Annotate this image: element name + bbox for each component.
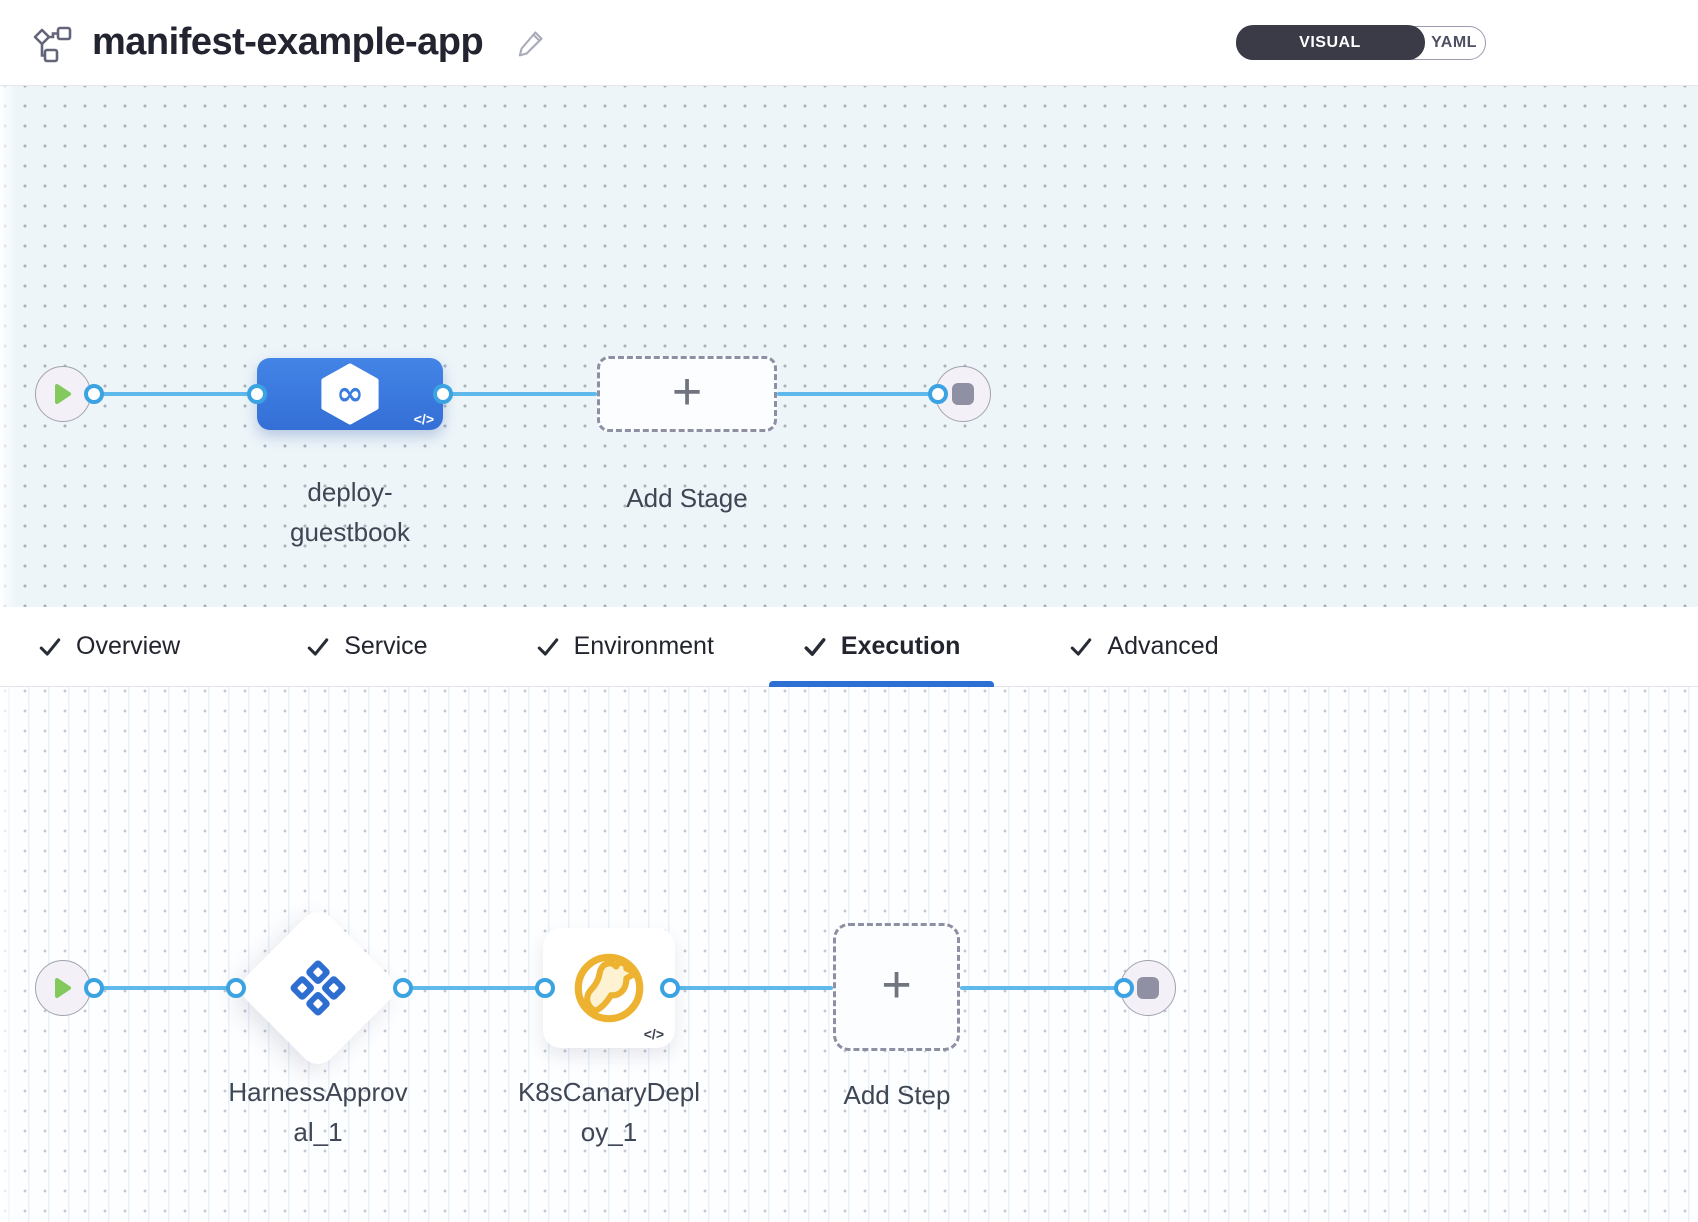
connector-line [670,986,833,990]
step-node-harness-approval[interactable] [234,904,402,1072]
tab-execution[interactable]: Execution [768,607,995,687]
execution-canvas: </> + HarnessApproval_1 K8sCanaryDeploy_… [0,687,1698,1222]
check-icon [537,637,558,656]
play-icon [55,384,71,404]
view-toggle-wrap: VISUAL YAML [1235,25,1698,60]
plus-icon: + [881,956,912,1014]
active-tab-underline [768,681,995,687]
stage-label: deploy-guestbook [290,477,410,547]
add-stage-button[interactable]: + [597,356,777,432]
canary-deploy-icon [574,953,644,1023]
tab-label: Environment [573,632,714,660]
stop-icon [1137,977,1159,999]
connector-line [403,986,545,990]
connector-dot [928,384,948,404]
connector-dot [433,384,453,404]
pipeline-start-node [35,366,91,422]
plus-icon: + [671,363,703,421]
connector-line [94,986,236,990]
canvas-edge-fade [0,687,16,1222]
add-step-button[interactable]: + [833,923,960,1051]
play-icon [55,978,71,998]
tab-label: Advanced [1107,632,1219,660]
cd-stage-icon: ∞ [321,363,379,425]
connector-dot [535,978,555,998]
step-label: K8sCanaryDeploy_1 [517,1077,701,1147]
header-title-group: manifest-example-app [0,21,547,64]
add-step-label: Add Step [843,1080,951,1110]
stage-node-deploy-guestbook[interactable]: ∞ </> [257,358,443,430]
check-icon [39,637,61,656]
connector-dot [247,384,267,404]
check-icon [1071,637,1092,656]
canvas-edge-fade [0,86,16,607]
connector-dot [84,384,104,404]
visual-toggle-button[interactable]: VISUAL [1235,25,1425,60]
page-title: manifest-example-app [92,21,484,63]
check-icon [307,637,329,656]
add-stage-label: Add Stage [626,483,748,513]
code-badge: </> [413,411,434,427]
connector-dot [1114,978,1134,998]
execution-start-node [35,960,91,1016]
connector-dot [393,978,413,998]
connector-dot [660,978,680,998]
pipeline-icon [30,23,74,63]
check-icon [804,637,826,656]
connector-line [94,392,258,396]
connector-line [960,986,1124,990]
tab-label: Overview [76,632,181,660]
code-badge: </> [643,1026,664,1042]
step-label: HarnessApproval_1 [228,1077,408,1147]
connector-dot [84,978,104,998]
svg-text:∞: ∞ [336,374,363,413]
visual-yaml-toggle: VISUAL YAML [1235,25,1486,60]
tab-advanced[interactable]: Advanced [1035,607,1252,686]
connector-dot [226,978,246,998]
tab-label: Service [344,632,428,660]
stop-icon [952,383,974,405]
connector-line [443,392,597,396]
yaml-toggle-button[interactable]: YAML [1431,33,1477,51]
tab-environment[interactable]: Environment [502,607,748,686]
step-node-k8s-canary-deploy[interactable]: </> [543,928,675,1048]
stage-config-tabs: Overview Service Environment Execution [0,607,1698,687]
tab-label: Execution [840,632,961,660]
approval-step-icon [285,955,351,1021]
tab-service[interactable]: Service [272,607,461,686]
header: manifest-example-app VISUAL YAML [0,0,1698,86]
stage-canvas: ∞ </> + deploy-guestbook Add Stage [0,86,1698,607]
tab-overview[interactable]: Overview [4,607,214,686]
edit-pencil-icon[interactable] [515,27,547,59]
connector-line [777,392,938,396]
